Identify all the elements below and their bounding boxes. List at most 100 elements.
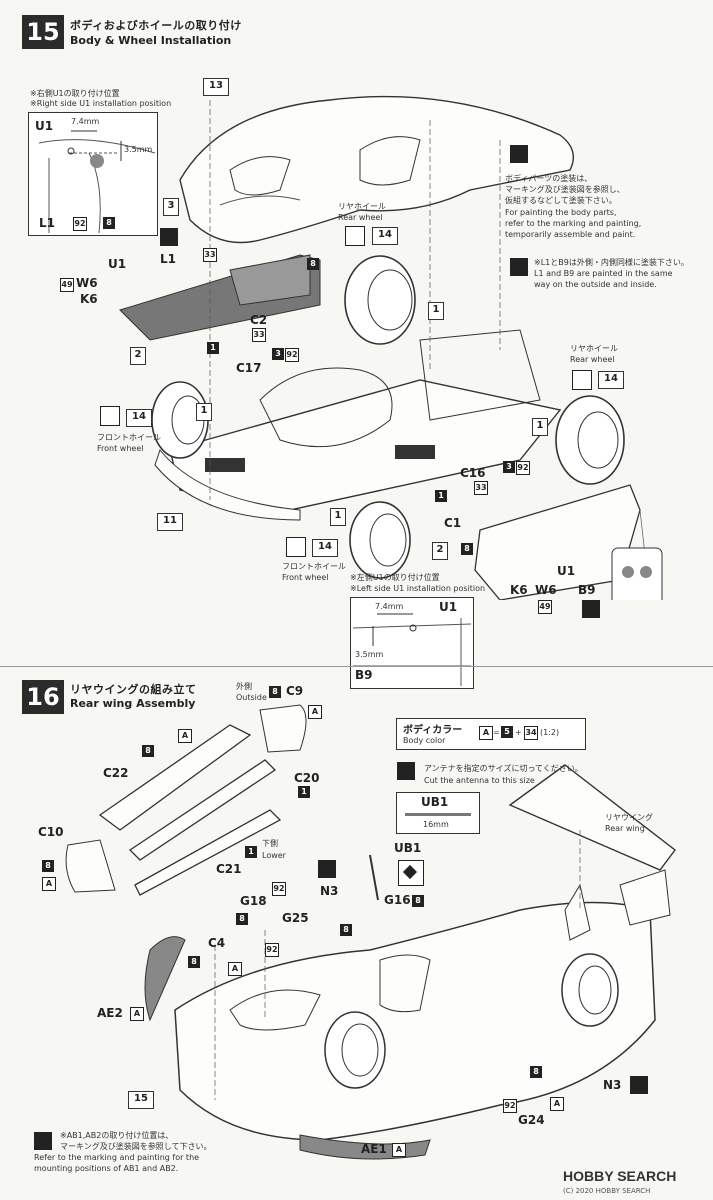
paint-brush-icon (160, 228, 178, 246)
part-8-f-16: 8 (340, 924, 352, 936)
color-ratio: (1:2) (540, 728, 560, 737)
part-92-a-16: 92 (272, 882, 286, 896)
label-c4: C4 (208, 936, 226, 950)
paint-note-en-2: refer to the marking and painting, (505, 219, 642, 228)
rear-wheel-jp-a: リヤホイール (338, 202, 386, 211)
label-c20: C20 (294, 771, 320, 785)
part-33-c: 33 (474, 481, 488, 495)
label-g25: G25 (282, 911, 309, 925)
mount-note-jp-2: マーキング及び塗装図を参照して下さい。 (60, 1142, 212, 1151)
label-w6-b: W6 (535, 583, 557, 597)
callout-3: 3 (163, 198, 179, 216)
callout-1-a: 1 (196, 403, 212, 421)
step-15-title-en: Body & Wheel Installation (70, 34, 232, 47)
mount-note-jp-1: ※AB1,AB2の取り付け位置は、 (60, 1131, 174, 1140)
antenna-jp: アンテナを指定のサイズに切ってください。 (424, 764, 583, 773)
wheel-icon-c (100, 406, 120, 426)
part-49-b: 49 (538, 600, 552, 614)
step-16-title-en: Rear wing Assembly (70, 697, 196, 710)
section-divider (0, 666, 713, 667)
label-k6-b: K6 (510, 583, 528, 597)
same-note-en-2: way on the outside and inside. (534, 280, 657, 289)
left-inset-title-jp: ※左側U1の取り付け位置 (350, 573, 440, 582)
antenna-en: Cut the antenna to this size (424, 776, 535, 785)
mount-note-en-1: Refer to the marking and painting for th… (34, 1153, 200, 1162)
part-8-a: 8 (307, 258, 319, 270)
color-eq: = (493, 728, 500, 737)
paint-note-en-1: For painting the body parts, (505, 208, 617, 217)
label-a-7: A (392, 1143, 406, 1157)
part-8-g-16: 8 (188, 956, 200, 968)
label-c17: C17 (236, 361, 262, 375)
same-note-en-1: L1 and B9 are painted in the same (534, 269, 673, 278)
label-c1: C1 (444, 516, 462, 530)
right-inset-drawing (38, 130, 156, 234)
same-paint-icon (510, 258, 528, 276)
callout-1-b: 1 (428, 302, 444, 320)
label-c21: C21 (216, 862, 242, 876)
label-ae1: AE1 (361, 1142, 387, 1156)
rear-wing-en: Rear wing (605, 824, 645, 833)
right-side-u1-inset: U1 7.4mm 3.5mm L1 92 8 (28, 112, 158, 236)
part-8-a-16: 8 (269, 686, 281, 698)
ub1-length: 16mm (423, 820, 449, 829)
rear-wheel-en-b: Rear wheel (570, 355, 615, 364)
part-92-a: 92 (285, 348, 299, 362)
lower-en: Lower (262, 851, 286, 860)
right-inset-title-en: ※Right side U1 installation position (30, 99, 172, 108)
label-a-6: A (550, 1097, 564, 1111)
part-92-c-16: 92 (503, 1099, 517, 1113)
part-15-box: 15 (128, 1091, 154, 1109)
callout-1-d: 1 (330, 508, 346, 526)
label-n3-a: N3 (320, 884, 339, 898)
outside-en: Outside (236, 693, 267, 702)
cement-icon-b (630, 1076, 648, 1094)
label-ae2: AE2 (97, 1006, 123, 1020)
part-8-b: 8 (461, 543, 473, 555)
color-plus: + (515, 728, 522, 737)
wheel-icon-d (286, 537, 306, 557)
color-34: 34 (524, 726, 538, 740)
outside-jp: 外側 (236, 682, 252, 691)
part-33-a: 33 (203, 248, 217, 262)
part-14-d: 14 (312, 539, 338, 557)
body-color-box: ボディカラー Body color A = 5 + 34 (1:2) (396, 718, 586, 750)
label-k6-a: K6 (80, 292, 98, 306)
rear-wing-jp: リヤウイング (605, 813, 653, 822)
callout-2-a: 2 (130, 347, 146, 365)
body-color-en: Body color (403, 736, 446, 745)
label-c2: C2 (250, 313, 268, 327)
step15-assembly-drawing (119, 95, 663, 600)
part-14-a: 14 (372, 227, 398, 245)
paint-note-jp-2: マーキング及び塗装図を参照し、 (505, 185, 625, 194)
label-g24: G24 (518, 1113, 545, 1127)
part-14-c: 14 (126, 409, 152, 427)
wheel-icon-b (572, 370, 592, 390)
cement-icon (318, 860, 336, 878)
hobby-search-watermark: HOBBY SEARCH (563, 1168, 677, 1184)
ub1-antenna-line (405, 813, 471, 816)
part-11-box: 11 (157, 513, 183, 531)
part-92-b-16: 92 (265, 943, 279, 957)
part-3-b: 3 (272, 348, 284, 360)
right-inset-l1: L1 (39, 216, 55, 230)
left-inset-dim-h: 7.4mm (375, 602, 404, 611)
ub1-box-label: UB1 (421, 795, 449, 809)
left-inset-b9: B9 (355, 668, 373, 682)
part-14-b: 14 (598, 371, 624, 389)
label-c10: C10 (38, 825, 64, 839)
mount-note-icon (34, 1132, 52, 1150)
step-15-number: 15 (22, 15, 64, 49)
scissors-icon (397, 762, 415, 780)
part-8-e-16: 8 (236, 913, 248, 925)
part-8-h-16: 8 (530, 1066, 542, 1078)
label-n3-b: N3 (603, 1078, 622, 1092)
same-note-jp: ※L1とB9は外側・内側同様に塗装下さい。 (534, 258, 689, 267)
label-g16: G16 (384, 893, 411, 907)
ub1-length-box: UB1 16mm (396, 792, 480, 834)
right-inset-part-8: 8 (103, 217, 115, 229)
left-inset-dim-v: 3.5mm (355, 650, 384, 659)
right-inset-part-92: 92 (73, 217, 87, 231)
label-g18: G18 (240, 894, 267, 908)
label-b9: B9 (578, 583, 596, 597)
